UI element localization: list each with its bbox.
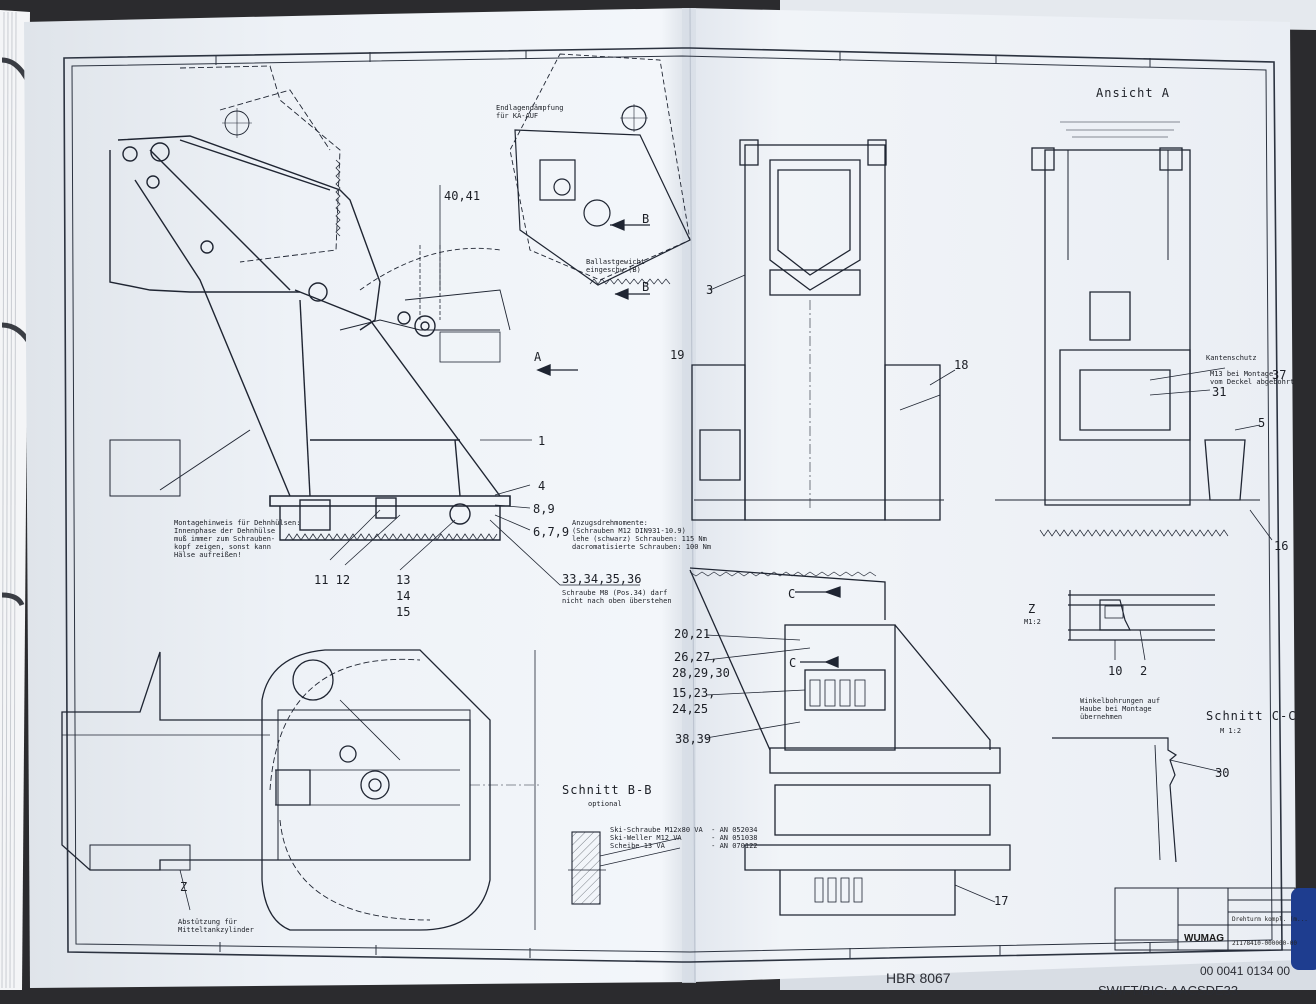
- note-winkel: Winkelbohrungen auf Haube bei Montage üb…: [1080, 697, 1161, 721]
- note-schraube-m8: Schraube M8 (Pos.34) darf nicht nach obe…: [562, 589, 672, 605]
- section-mark-b-lower: B: [642, 280, 650, 294]
- callout-3: 3: [706, 283, 714, 297]
- section-mark-c-upper: C: [788, 587, 796, 601]
- title-block-name: Drehturm kompl. (m...: [1232, 916, 1308, 923]
- schnitt-cc-view: [1052, 737, 1223, 863]
- callout-11-12: 11 12: [314, 573, 351, 587]
- callout-26-27: 26,27,: [674, 650, 718, 664]
- callout-18: 18: [954, 358, 969, 372]
- title-schnitt-bb: Schnitt B-B: [562, 783, 653, 797]
- callout-40-41: 40,41: [444, 189, 481, 203]
- callout-24-25: 24,25: [672, 702, 709, 716]
- title-optional: optional: [588, 800, 622, 808]
- callout-15-23: 15,23,: [672, 686, 716, 700]
- callout-8-9: 8,9: [533, 502, 555, 516]
- lower-center-view: [689, 567, 1011, 916]
- section-mark-b-upper: B: [642, 212, 650, 226]
- wumag-logo: WUMAG: [1184, 933, 1224, 944]
- callout-17: 17: [994, 894, 1009, 908]
- note-endlage: Endlagendämpfung für KA-AUF: [496, 104, 564, 120]
- note-kantenschutz: Kantenschutz: [1206, 354, 1257, 362]
- background-text-hbr: HBR 8067: [886, 970, 951, 986]
- blue-object: [1291, 888, 1316, 970]
- detail-mark-z: Z: [180, 880, 188, 894]
- view-mark-a: A: [534, 350, 542, 364]
- title-block-number: 21178410-000000-00: [1232, 940, 1298, 947]
- callout-37: 37: [1272, 368, 1287, 382]
- callout-20-21: 20,21: [674, 627, 711, 641]
- callout-28-30: 28,29,30: [672, 666, 730, 680]
- title-schnitt-cc: Schnitt C-C: [1206, 709, 1297, 723]
- main-side-view: [109, 65, 640, 586]
- section-mark-c-lower: C: [789, 656, 797, 670]
- callout-13: 13: [396, 573, 411, 587]
- callout-6-7-9: 6,7,9: [533, 525, 570, 539]
- callout-33-36: 33,34,35,36: [562, 572, 642, 586]
- callout-30: 30: [1215, 766, 1230, 780]
- callout-5: 5: [1258, 416, 1266, 430]
- drawing-sheet-right: [690, 8, 1300, 982]
- detail-top-center: [509, 53, 691, 300]
- note-montage: Montagehinweis für Dehnhülsen: Innenphas…: [174, 519, 301, 559]
- callout-14: 14: [396, 589, 411, 603]
- note-anzug: Anzugsdrehmomente: (Schrauben M12 DIN931…: [572, 519, 712, 551]
- detail-z: [1068, 590, 1215, 661]
- title-ansicht-a: Ansicht A: [1096, 86, 1171, 100]
- schnitt-bb-view: [568, 831, 681, 905]
- note-ballast: Ballastgewicht eingeschw.(B): [586, 258, 646, 274]
- binder-page-edges: [1, 11, 17, 989]
- ansicht-a-view: [995, 121, 1273, 541]
- callout-15: 15: [396, 605, 411, 619]
- callout-1: 1: [538, 434, 546, 448]
- note-ski-parts: Ski-Schraube M12x80 VA - AN 052034 Ski-W…: [610, 826, 758, 850]
- drawing-sheet-left: [24, 8, 695, 988]
- scale-z: M1:2: [1024, 618, 1041, 626]
- callout-31: 31: [1212, 385, 1227, 399]
- note-abstuetzung: Abstützung für Mitteltankzylinder: [178, 918, 254, 934]
- front-view: [691, 139, 956, 521]
- callout-16: 16: [1274, 539, 1289, 553]
- callout-38-39: 38,39: [675, 732, 712, 746]
- top-view: [61, 649, 540, 931]
- title-z: Z: [1028, 602, 1036, 616]
- scale-cc: M 1:2: [1220, 727, 1242, 735]
- background-text-swift: SWIFT/BIC: AACSDE33: [1098, 983, 1239, 998]
- callout-2: 2: [1140, 664, 1148, 678]
- callout-10: 10: [1108, 664, 1123, 678]
- background-text-account: 00 0041 0134 00: [1200, 964, 1291, 978]
- note-m13: M13 bei Montage vom Deckel abgebohrt: [1210, 370, 1295, 386]
- callout-19: 19: [670, 348, 685, 362]
- callout-4: 4: [538, 479, 546, 493]
